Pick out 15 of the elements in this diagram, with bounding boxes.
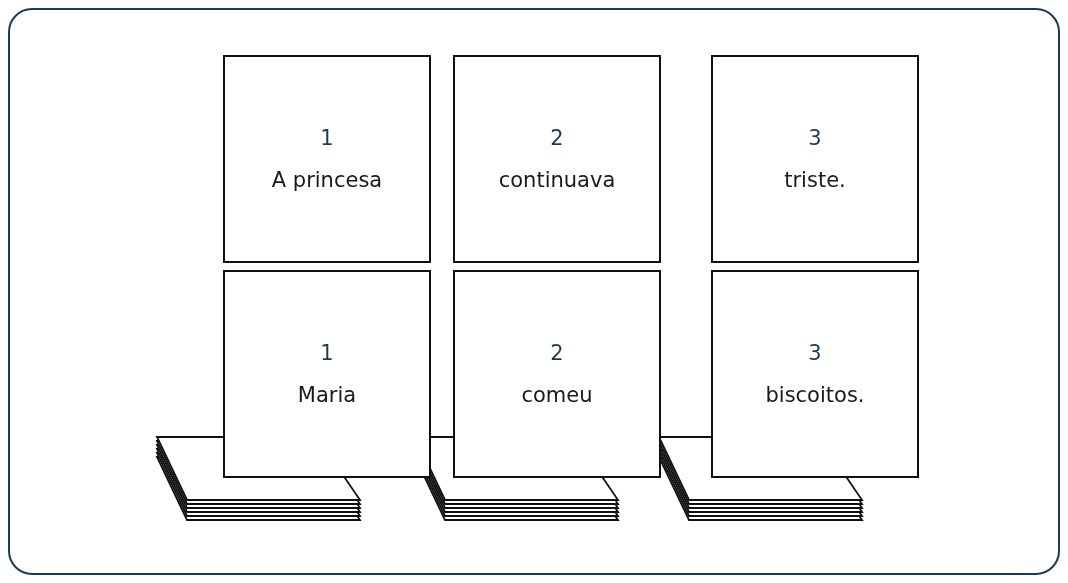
card-number: 3 bbox=[808, 125, 822, 151]
card-number: 2 bbox=[550, 125, 564, 151]
word-card bbox=[711, 55, 919, 263]
card-word: comeu bbox=[521, 382, 593, 408]
word-card bbox=[453, 55, 661, 263]
card-word: biscoitos. bbox=[765, 382, 865, 408]
card-word: triste. bbox=[784, 167, 846, 193]
card-word: A princesa bbox=[271, 167, 383, 193]
word-card bbox=[223, 55, 431, 263]
card-number: 1 bbox=[320, 340, 334, 366]
card-number: 2 bbox=[550, 340, 564, 366]
card-number: 1 bbox=[320, 125, 334, 151]
card-number: 3 bbox=[808, 340, 822, 366]
card-word: Maria bbox=[297, 382, 357, 408]
card-word: continuava bbox=[498, 167, 616, 193]
